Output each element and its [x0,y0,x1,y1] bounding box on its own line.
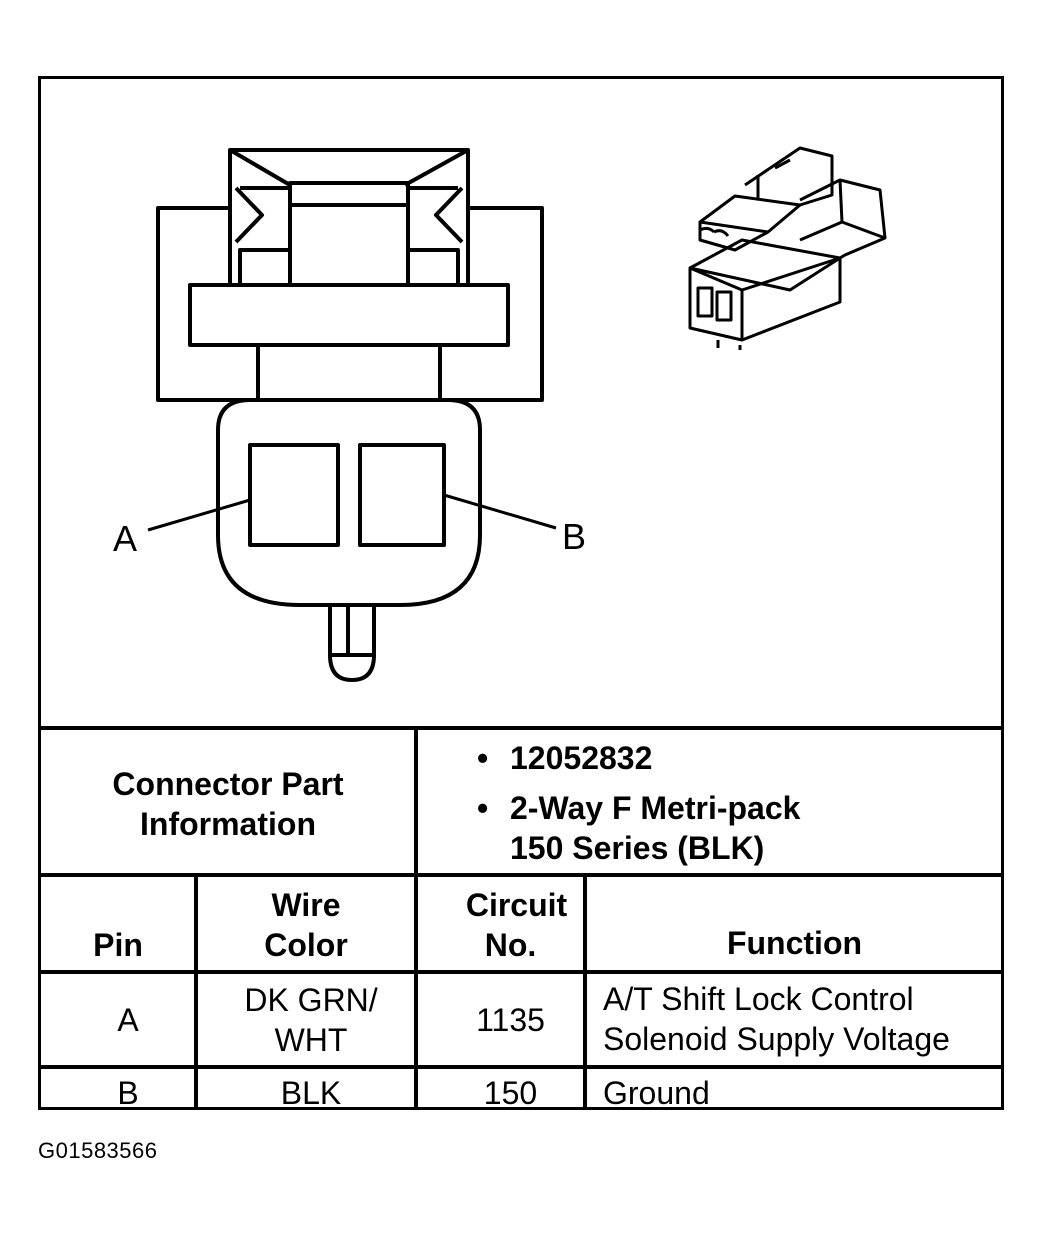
row-a-pin: A [117,1002,139,1038]
figure-id: G01583566 [38,1138,158,1163]
callout-label-a: A [113,518,138,559]
connector-outer-shell [156,148,544,402]
row-b-wire-color: BLK [280,1075,342,1111]
header-function: Function [726,925,863,961]
row-a-function-line1: A/T Shift Lock Control [603,981,914,1017]
header-circuit-line1: Circuit [465,887,568,923]
row-a-wire-color-line1: DK GRN/ [244,982,378,1018]
description-bullet: • [477,790,489,826]
connector-face-drawing [147,148,557,682]
callout-label-b: B [562,516,587,557]
connector-tab [328,605,376,682]
row-a-wire-color-line2: WHT [274,1022,348,1058]
leader-line-b [443,493,557,530]
pin-cavity-b [358,443,446,547]
part-description-line2: 150 Series (BLK) [510,830,765,866]
part-info-label-line1: Connector Part [112,766,344,802]
latch-right-detail [434,186,464,244]
row-a-circuit: 1135 [476,1002,545,1038]
part-number: 12052832 [510,740,653,776]
part-info-label-line2: Information [140,806,316,842]
header-wire-color-line1: Wire [271,887,341,923]
connector-body [216,398,482,607]
part-number-bullet: • [477,740,489,776]
connector-lock-bar [188,283,510,347]
figure-frame [38,76,1004,1110]
row-a-function-line2: Solenoid Supply Voltage [603,1021,950,1057]
part-description-line1: 2-Way F Metri-pack [510,790,801,826]
header-circuit-line2: No. [484,927,537,963]
row-b-function: Ground [603,1075,710,1111]
latch-top [288,181,410,207]
row-b-circuit: 150 [483,1075,538,1111]
leader-line-a [147,498,251,532]
connector-iso-drawing [688,146,887,350]
latch-left-detail [234,186,264,244]
pin-cavity-a [248,443,340,547]
row-b-pin: B [117,1075,139,1111]
header-wire-color-line2: Color [264,927,348,963]
header-pin: Pin [93,927,143,963]
